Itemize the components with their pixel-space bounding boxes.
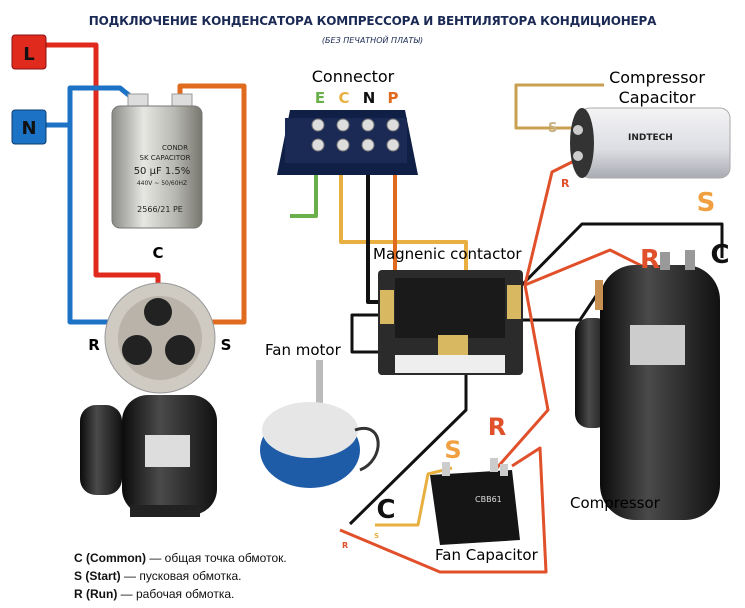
contactor-label: Magnenic contactor bbox=[373, 245, 522, 263]
fan-cap-r-label: R bbox=[488, 413, 506, 441]
cap-brand: CONDR bbox=[162, 144, 188, 152]
compressor-s-label: S bbox=[697, 188, 716, 218]
cap-code: 2566/21 PE bbox=[137, 205, 183, 214]
terminal-s-label: S bbox=[221, 336, 232, 354]
compressor-label: Compressor bbox=[570, 494, 661, 512]
fan-cap-model: CBB61 bbox=[475, 495, 502, 504]
line-terminal: L bbox=[11, 34, 47, 70]
comp-cap-s-label: S bbox=[548, 121, 557, 136]
cap-voltage: 440V ~ 50/60HZ bbox=[137, 180, 187, 187]
comp-cap-brand: INDTECH bbox=[628, 133, 673, 143]
compressor-terminal-plate bbox=[104, 282, 216, 394]
legend-item-start: S (Start) — пусковая обмотка. bbox=[74, 569, 242, 583]
legend-item-run: R (Run) — рабочая обмотка. bbox=[74, 587, 235, 601]
terminal-c-label: C bbox=[152, 244, 163, 262]
compressor-c-label: C bbox=[710, 240, 729, 270]
fan-capacitor: CBB61 bbox=[430, 458, 520, 545]
wire-compressor-c2 bbox=[520, 289, 602, 322]
fan-cap-c-label: C bbox=[376, 495, 395, 525]
neutral-label: N bbox=[21, 118, 36, 139]
neutral-terminal: N bbox=[11, 109, 47, 145]
pin-n-label: N bbox=[363, 89, 376, 107]
cap-rating: 50 µF 1.5% bbox=[134, 166, 191, 177]
fan-wire-r-label: R bbox=[342, 541, 348, 550]
compressor bbox=[575, 250, 720, 520]
line-label: L bbox=[23, 44, 34, 65]
compressor-r-label: R bbox=[640, 245, 660, 275]
diagram-title: ПОДКЛЮЧЕНИЕ КОНДЕНСАТОРА КОМПРЕССОРА И В… bbox=[88, 14, 657, 28]
wire-comp-cap-s bbox=[514, 83, 604, 130]
wire-fan-cap-r bbox=[493, 284, 550, 471]
wire-comp-cap-r bbox=[523, 156, 581, 286]
connector-block bbox=[277, 110, 418, 175]
run-capacitor: CONDR SK CAPACITOR 50 µF 1.5% 440V ~ 50/… bbox=[111, 93, 203, 229]
comp-cap-label-2: Capacitor bbox=[619, 88, 696, 107]
fan-wire-s-label: S bbox=[374, 532, 379, 540]
wire-c-yellow bbox=[339, 150, 468, 272]
small-compressor-image bbox=[80, 395, 217, 517]
wire-orange-s bbox=[177, 83, 247, 325]
connector-label: Connector bbox=[312, 67, 395, 86]
pin-e-label: E bbox=[315, 89, 325, 107]
terminal-r-label: R bbox=[88, 336, 100, 354]
fan-capacitor-label: Fan Capacitor bbox=[435, 546, 539, 564]
legend: C (Common) — общая точка обмоток. S (Sta… bbox=[74, 549, 287, 603]
cap-type: SK CAPACITOR bbox=[140, 154, 191, 162]
wire-fan-s bbox=[375, 466, 453, 527]
diagram-subtitle: (БЕЗ ПЕЧАТНОЙ ПЛАТЫ) bbox=[321, 36, 424, 45]
wire-compressor-c bbox=[513, 222, 724, 294]
pin-p-label: P bbox=[388, 89, 399, 107]
compressor-capacitor: INDTECH bbox=[570, 107, 731, 179]
legend-item-common: C (Common) — общая точка обмоток. bbox=[74, 551, 287, 565]
wire-neutral-r bbox=[67, 125, 122, 325]
fan-cap-s-label: S bbox=[444, 436, 461, 464]
comp-cap-r-label: R bbox=[561, 177, 570, 190]
comp-cap-label-1: Compressor bbox=[609, 68, 705, 87]
fan-motor bbox=[260, 360, 380, 488]
fan-motor-label: Fan motor bbox=[265, 341, 342, 359]
magnetic-contactor bbox=[378, 270, 523, 375]
pin-c-label: C bbox=[338, 89, 349, 107]
wire-fan-r bbox=[339, 446, 548, 574]
